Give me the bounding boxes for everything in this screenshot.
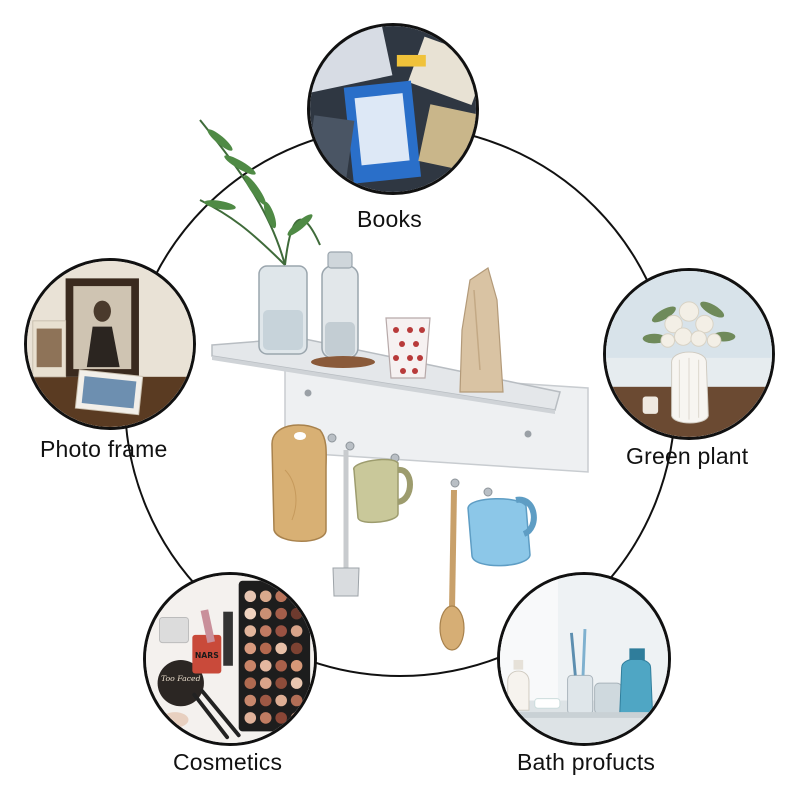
paper-vase [459, 267, 504, 393]
cutting-board [271, 424, 327, 542]
jar-water [263, 310, 303, 350]
wood-coaster [311, 356, 375, 368]
label-cosmetics: Cosmetics [173, 749, 283, 775]
nars-logo: NARS [195, 651, 219, 660]
label-photo-frame: Photo frame [40, 436, 168, 462]
photo-frame-image [27, 261, 193, 427]
olive-mug [353, 458, 399, 524]
too-faced-compact [157, 659, 204, 707]
bath-products-bubble [497, 572, 671, 746]
green-plant-image [606, 271, 772, 437]
wooden-spoon-handle [449, 489, 457, 611]
palette-pans [244, 590, 303, 724]
cosmetics-bubble: Too Faced NARS [143, 572, 317, 746]
cup-pattern [393, 327, 425, 374]
screw-hole [304, 389, 312, 397]
mouthwash-bottle [619, 658, 654, 715]
white-vase [671, 351, 709, 424]
plant-leaf-blades [204, 129, 313, 236]
soap-bottle [507, 670, 530, 711]
shelf-edge [212, 356, 555, 414]
label-bath-products: Bath profucts [517, 749, 656, 775]
toothbrush-cup [567, 674, 594, 715]
patterned-cup [385, 317, 431, 379]
books-image [310, 26, 476, 192]
utensil-head [332, 567, 360, 597]
eyeshadow-palette [238, 580, 311, 732]
books-bubble [307, 23, 479, 195]
nars-box [192, 634, 222, 674]
label-green-plant: Green plant [626, 443, 749, 469]
cosmetics-image: Too Faced NARS [146, 575, 314, 743]
hooks [327, 433, 493, 497]
label-books: Books [357, 206, 422, 232]
wooden-spoon-bowl [439, 605, 465, 651]
blue-mug [467, 498, 531, 567]
screw-hole [524, 430, 532, 438]
too-faced-logo: Too Faced [161, 674, 201, 683]
photo-frame-bubble [24, 258, 196, 430]
green-plant-bubble [603, 268, 775, 440]
bath-products-image [500, 575, 668, 743]
